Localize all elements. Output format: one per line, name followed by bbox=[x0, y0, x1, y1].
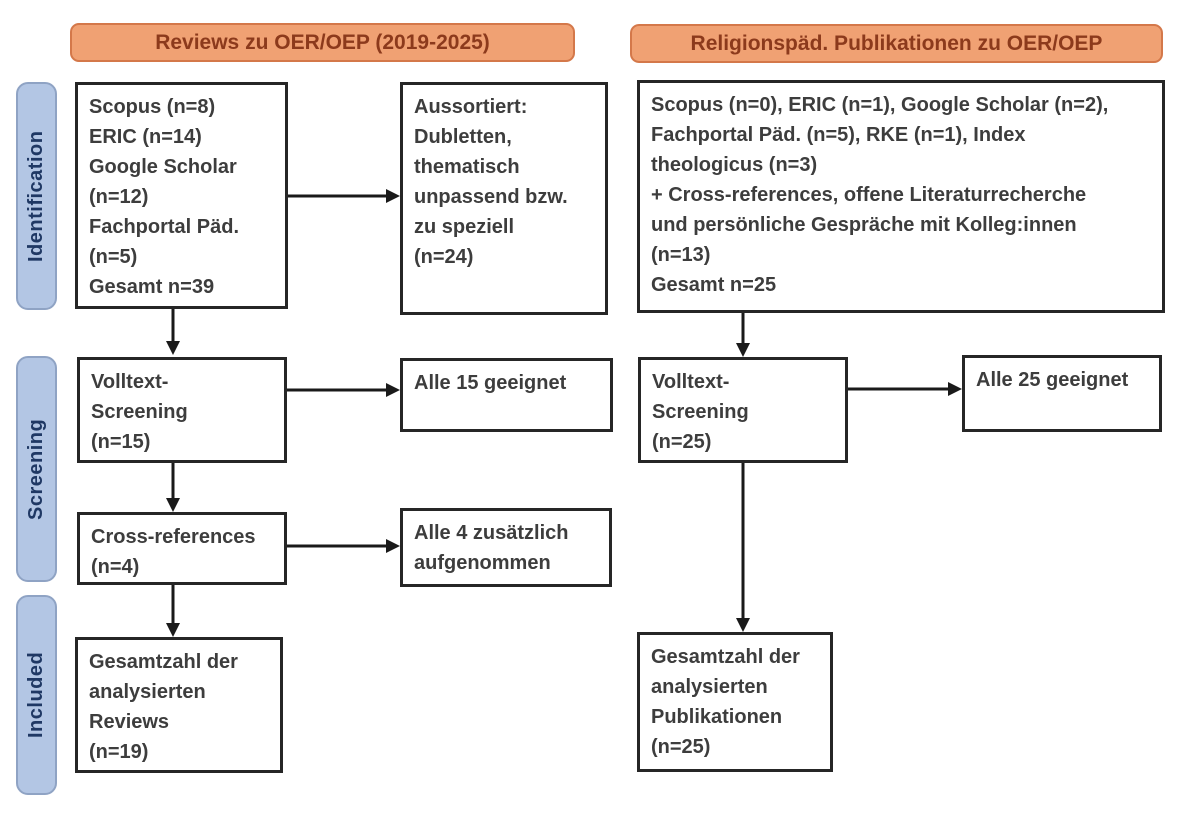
arrow-right-fulltext-down bbox=[736, 463, 750, 632]
arrow-left-fulltext-down bbox=[166, 463, 180, 512]
arrow-right-fulltext-to-result bbox=[848, 382, 962, 396]
box-right-included-total: Gesamtzahl der analysierten Publikatione… bbox=[637, 632, 833, 772]
box-right-fulltext-screening: Volltext- Screening (n=25) bbox=[638, 357, 848, 463]
box-left-crossreferences: Cross-references (n=4) bbox=[77, 512, 287, 585]
arrow-right-sources-down bbox=[736, 313, 750, 357]
stage-label-included: Included bbox=[16, 595, 57, 795]
box-right-fulltext-result: Alle 25 geeignet bbox=[962, 355, 1162, 432]
arrow-left-crossref-to-result bbox=[287, 539, 400, 553]
box-left-identification-sources: Scopus (n=8) ERIC (n=14) Google Scholar … bbox=[75, 82, 288, 309]
box-left-included-total: Gesamtzahl der analysierten Reviews (n=1… bbox=[75, 637, 283, 773]
stage-label-screening: Screening bbox=[16, 356, 57, 582]
header-reviews-column: Reviews zu OER/OEP (2019-2025) bbox=[70, 23, 575, 62]
arrow-left-fulltext-to-result bbox=[287, 383, 400, 397]
box-left-fulltext-screening: Volltext- Screening (n=15) bbox=[77, 357, 287, 463]
stage-label-identification: Identification bbox=[16, 82, 57, 310]
box-left-fulltext-result: Alle 15 geeignet bbox=[400, 358, 613, 432]
header-religionspaed-column: Religionspäd. Publikationen zu OER/OEP bbox=[630, 24, 1163, 63]
arrow-left-crossref-down bbox=[166, 585, 180, 637]
arrow-left-sources-to-excluded bbox=[288, 189, 400, 203]
box-right-identification-sources: Scopus (n=0), ERIC (n=1), Google Scholar… bbox=[637, 80, 1165, 313]
box-left-crossreferences-result: Alle 4 zusätzlich aufgenommen bbox=[400, 508, 612, 587]
box-left-excluded: Aussortiert: Dubletten, thematisch unpas… bbox=[400, 82, 608, 315]
arrow-left-sources-down bbox=[166, 309, 180, 355]
